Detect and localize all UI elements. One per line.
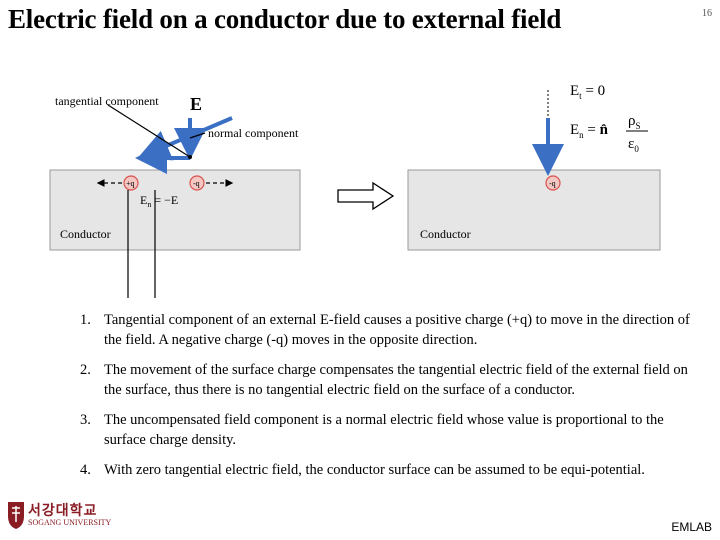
- list-item-text: The movement of the surface charge compe…: [104, 362, 688, 398]
- list-item-number: 3.: [80, 412, 91, 428]
- university-name-korean: 서강대학교: [28, 502, 98, 518]
- list-item: 3. The uncompensated field component is …: [80, 410, 700, 450]
- en-equation-right: En = n̂: [570, 122, 609, 140]
- conductor-field-diagram: tangential component E normal component …: [49, 83, 661, 298]
- list-item-number: 2.: [80, 362, 91, 378]
- slide-title: Electric field on a conductor due to ext…: [8, 4, 562, 34]
- conductor-left-block: [49, 169, 301, 251]
- tangential-leader-line: [107, 104, 191, 158]
- conductor-right-block: [407, 169, 661, 251]
- university-seal-icon: [8, 502, 24, 529]
- minus-charge-right: [545, 175, 561, 191]
- list-item-text: The uncompensated field component is a n…: [104, 412, 664, 448]
- list-item-text: Tangential component of an external E-fi…: [104, 312, 690, 348]
- e-field-label: E: [190, 94, 202, 114]
- list-item-number: 4.: [80, 462, 91, 478]
- conductor-left-label: Conductor: [60, 227, 111, 241]
- eps0-label: ε0: [628, 136, 639, 154]
- transition-arrow: [337, 181, 395, 211]
- et-equation: Et = 0: [570, 83, 605, 101]
- en-equation: En = −E: [140, 193, 178, 209]
- minus-q-right-label: -q: [549, 179, 556, 188]
- minus-q-label: -q: [193, 179, 200, 188]
- list-item-number: 1.: [80, 312, 91, 328]
- list-item-text: With zero tangential electric field, the…: [104, 462, 645, 478]
- explanation-list: 1. Tangential component of an external E…: [80, 310, 700, 490]
- tangential-label: tangential component: [55, 94, 159, 108]
- external-field-arrow: [137, 116, 233, 161]
- rho-s-label: ρS: [628, 113, 641, 131]
- minus-charge: [189, 175, 205, 191]
- lab-name: EMLAB: [671, 520, 712, 534]
- plus-charge: [123, 175, 139, 191]
- page-number: 16: [702, 8, 712, 19]
- tangential-leader-dot: [188, 155, 192, 159]
- conductor-right-label: Conductor: [420, 227, 471, 241]
- normal-label: normal component: [208, 126, 299, 140]
- list-item: 2. The movement of the surface charge co…: [80, 360, 700, 400]
- list-item: 4. With zero tangential electric field, …: [80, 460, 700, 480]
- plus-q-label: +q: [126, 179, 135, 188]
- list-item: 1. Tangential component of an external E…: [80, 310, 700, 350]
- normal-leader-line: [189, 132, 206, 139]
- university-name-english: SOGANG UNIVERSITY: [28, 518, 112, 527]
